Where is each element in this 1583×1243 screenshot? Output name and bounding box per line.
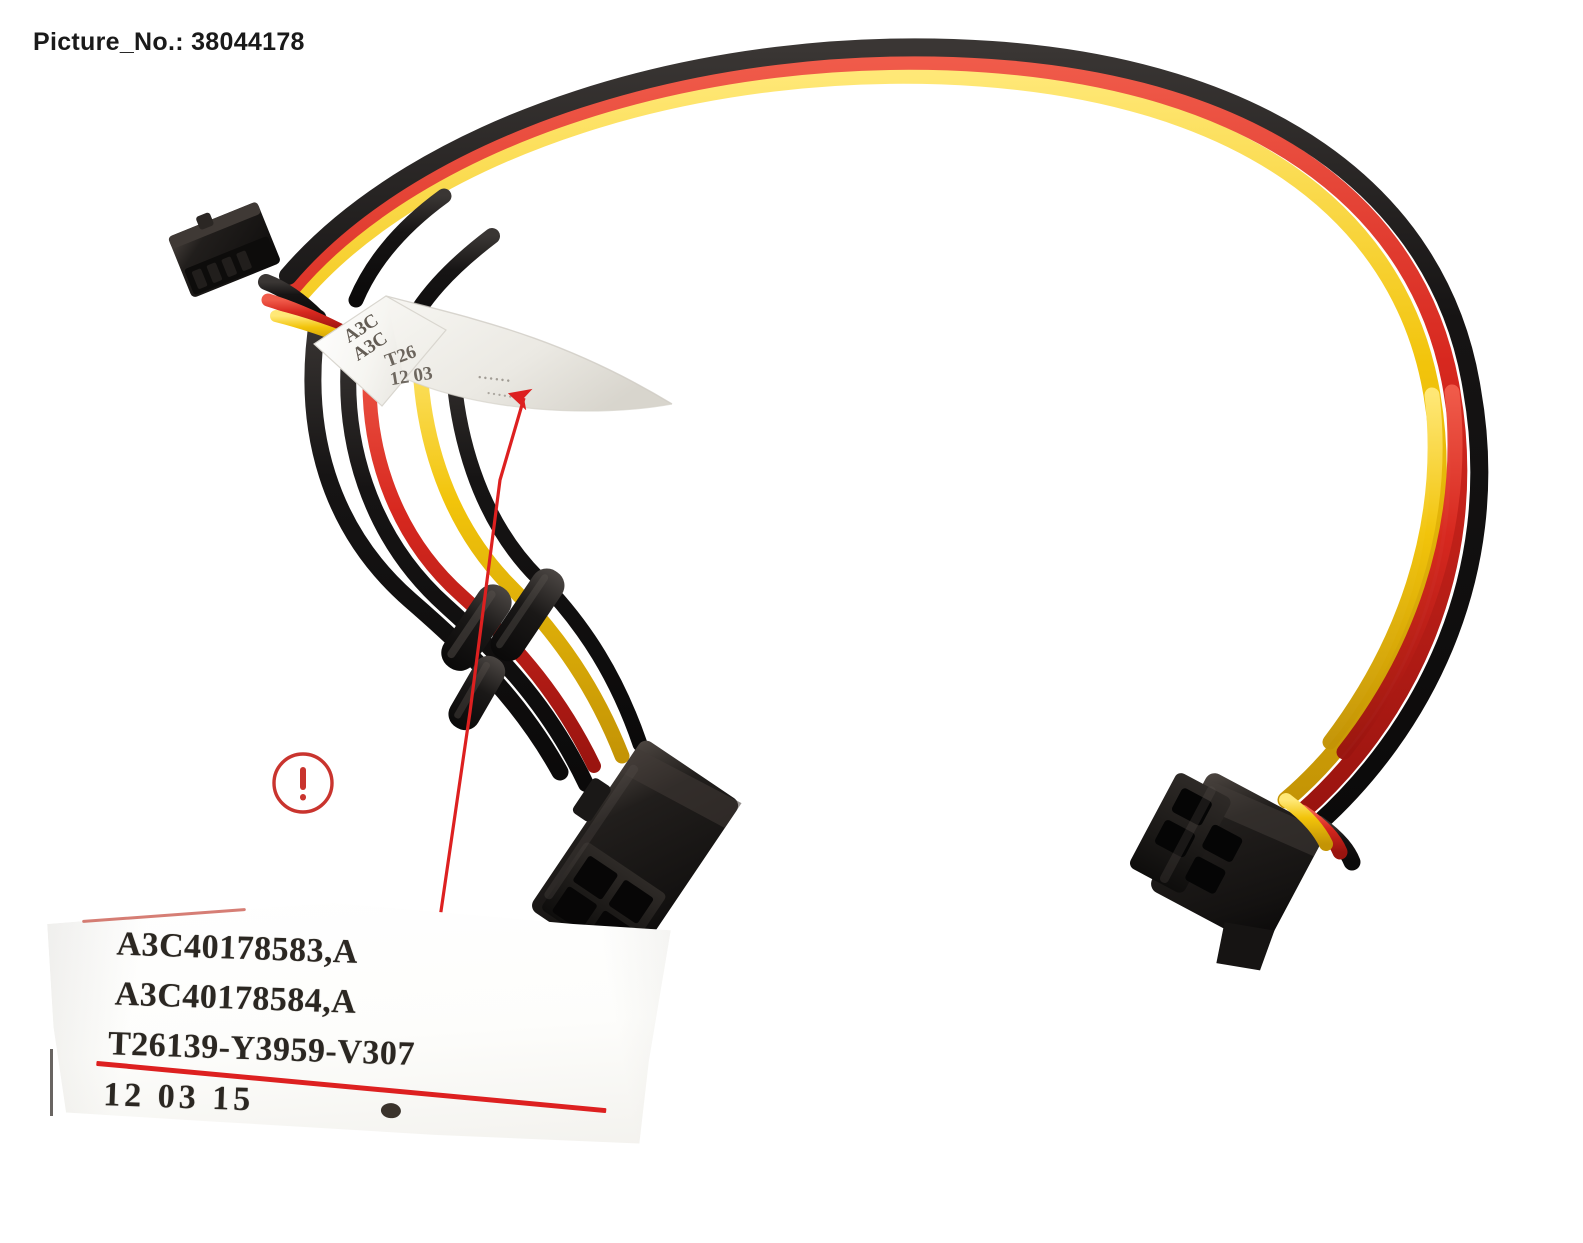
- label-paper: [47, 902, 671, 1144]
- label-text-block: A3C40178583,A A3C40178584,A T26139-Y3959…: [40, 887, 678, 1157]
- label-date-marker-dot: [380, 1102, 402, 1119]
- label-line-date-code: 12 03 15: [102, 1076, 255, 1119]
- label-line-part-number-2: A3C40178584,A: [114, 975, 358, 1021]
- label-edge-dark-mark: [50, 1049, 54, 1117]
- identification-label: A3C40178583,A A3C40178584,A T26139-Y3959…: [44, 898, 674, 1146]
- warning-exclamation-icon: [272, 752, 334, 814]
- label-line-part-number-1: A3C40178583,A: [115, 925, 359, 971]
- picture-number-caption: Picture_No.: 38044178: [33, 28, 305, 56]
